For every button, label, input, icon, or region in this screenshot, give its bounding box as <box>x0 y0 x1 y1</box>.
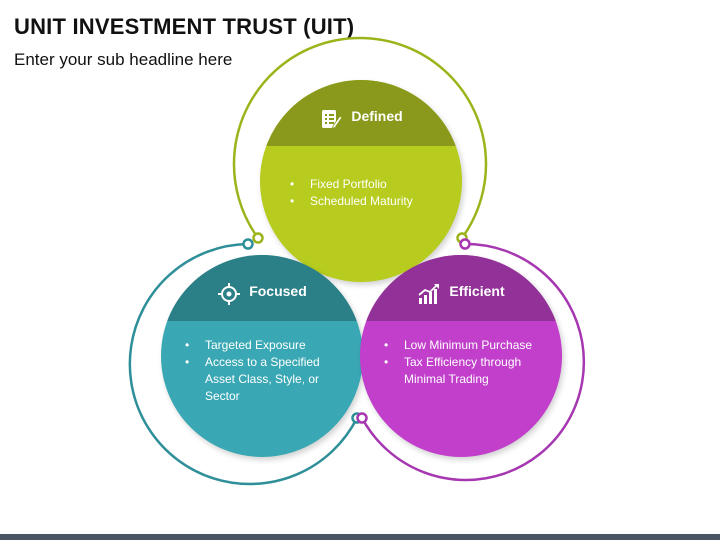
efficient-ring-dot-bottom <box>356 412 368 424</box>
list-item: Scheduled Maturity <box>288 193 446 210</box>
list-item: Low Minimum Purchase <box>382 337 546 354</box>
list-item: Fixed Portfolio <box>288 176 446 193</box>
defined-ring-arc <box>232 36 488 239</box>
checklist-icon <box>319 108 343 130</box>
focused-ring-dot-top <box>242 238 254 250</box>
list-item: Access to a Specified Asset Class, Style… <box>183 354 347 405</box>
page-title: UNIT INVESTMENT TRUST (UIT) <box>14 14 355 39</box>
list-item: Tax Efficiency through Minimal Trading <box>382 354 546 388</box>
defined-heading: Defined <box>351 108 403 124</box>
efficient-heading: Efficient <box>449 283 505 299</box>
target-icon <box>217 283 241 305</box>
efficient-ring-dot-top <box>459 238 471 250</box>
defined-ring-dot-left <box>252 232 264 244</box>
focused-header: Focused <box>161 255 363 321</box>
defined-circle: Defined Fixed Portfolio Scheduled Maturi… <box>260 80 462 282</box>
efficient-list: Low Minimum Purchase Tax Efficiency thro… <box>382 337 546 388</box>
focused-list: Targeted Exposure Access to a Specified … <box>183 337 347 405</box>
page-subtitle: Enter your sub headline here <box>14 50 233 69</box>
defined-list: Fixed Portfolio Scheduled Maturity <box>288 176 446 210</box>
list-item: Targeted Exposure <box>183 337 347 354</box>
footer-bar <box>0 534 720 540</box>
growth-chart-icon <box>417 283 441 305</box>
focused-circle: Focused Targeted Exposure Access to a Sp… <box>161 255 363 457</box>
defined-header: Defined <box>260 80 462 146</box>
efficient-header: Efficient <box>360 255 562 321</box>
focused-heading: Focused <box>249 283 307 299</box>
efficient-circle: Efficient Low Minimum Purchase Tax Effic… <box>360 255 562 457</box>
